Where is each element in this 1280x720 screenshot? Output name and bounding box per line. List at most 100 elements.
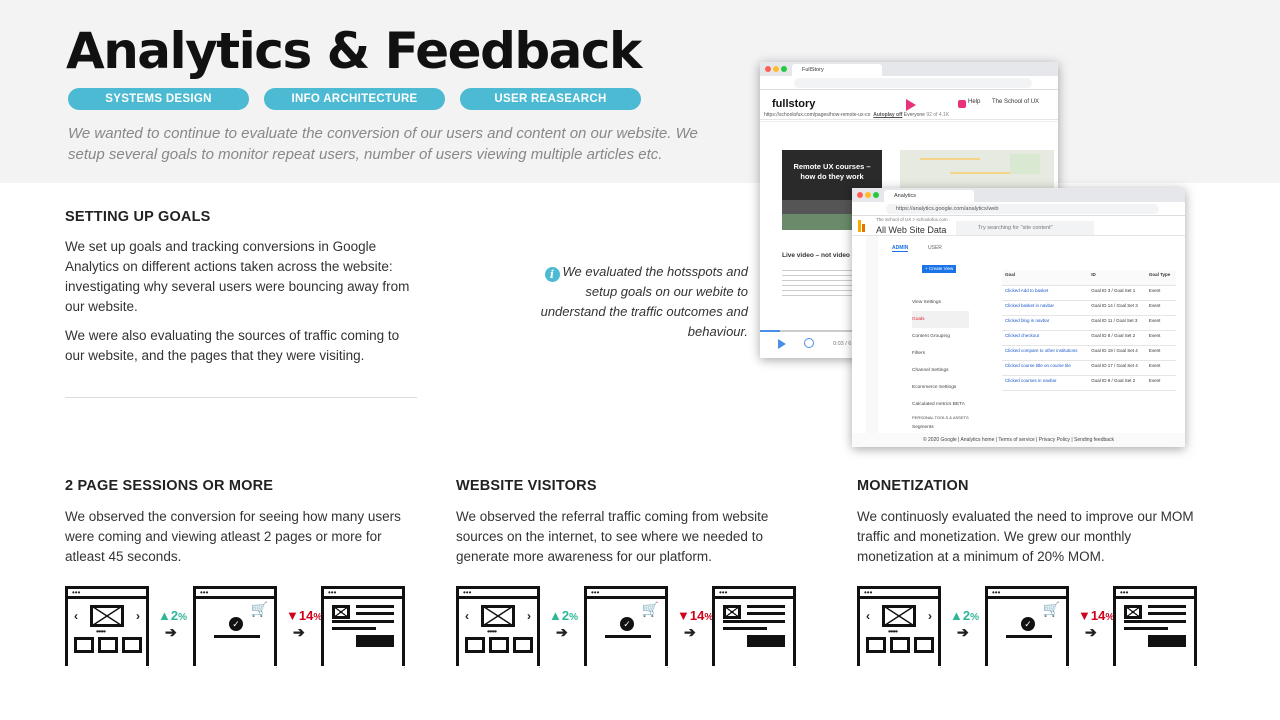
intro-text: We wanted to continue to evaluate the co… (68, 125, 698, 163)
ga-search[interactable]: Try searching for "site content" (956, 221, 1094, 235)
menu-channel-settings[interactable]: Channel Settings (912, 368, 949, 373)
decrease-unit: % (313, 612, 323, 623)
cart-icon: 🛒 (641, 601, 659, 617)
create-view-button[interactable]: + Create View (922, 265, 957, 273)
goal-name[interactable]: Clicked basket in navbar (1002, 300, 1089, 316)
menu-filters[interactable]: Filters (912, 351, 926, 356)
session-url-text: https://schoolofux.com/pages/how-remote-… (764, 112, 871, 118)
increase-stat: ▲2% (549, 608, 579, 623)
menu-ecommerce-settings[interactable]: Ecommerce Settings (912, 385, 957, 390)
section-heading-sessions: 2 PAGE SESSIONS OR MORE (65, 478, 274, 494)
goal-type: Event (1145, 375, 1176, 391)
browser-tab-analytics[interactable]: Analytics (884, 190, 974, 202)
increase-stat: ▲2% (158, 608, 188, 623)
goals-paragraph-2: We were also evaluating the sources of t… (65, 328, 400, 363)
increase-unit: % (569, 612, 579, 623)
menu-calculated-metrics[interactable]: Calculated metrics BETA (912, 402, 965, 407)
arrow-right-icon: ➔ (957, 624, 969, 640)
article-page-icon: ••• (1113, 586, 1197, 674)
decrease-unit: % (704, 612, 714, 623)
decrease-stat: ▼14% (286, 608, 323, 623)
org-name[interactable]: The School of UX (992, 99, 1040, 105)
decrease-unit: % (1105, 612, 1115, 623)
arrow-right-icon: ➔ (1085, 624, 1097, 640)
menu-segments[interactable]: Segments (912, 425, 934, 430)
play-icon[interactable] (906, 99, 916, 111)
tab-admin[interactable]: ADMIN (892, 245, 909, 252)
goal-type: Event (1145, 360, 1176, 376)
tab-user[interactable]: USER (928, 245, 942, 251)
autoplay-toggle[interactable]: Autoplay off (873, 112, 903, 118)
address-bar[interactable] (794, 78, 1032, 88)
goal-name[interactable]: Clicked Add to basket (1002, 285, 1089, 301)
menu-view-settings[interactable]: View Settings (912, 300, 941, 305)
session-count: 92 of 4.1K (926, 112, 950, 118)
session-url: https://schoolofux.com/pages/how-remote-… (760, 108, 1058, 122)
goals-heading: SETTING UP GOALS (65, 209, 211, 225)
col-goal[interactable]: Goal (1002, 270, 1089, 286)
live-video-heading: Live video – not video re (782, 252, 858, 259)
product-grid-page-icon: ••• ‹ › ••••• (456, 586, 540, 674)
tag-user-research: USER REASEARCH (460, 88, 641, 110)
tag-info-architecture: INFO ARCHITECTURE (264, 88, 445, 110)
article-page-icon: ••• (712, 586, 796, 674)
section-heading-visitors: WEBSITE VISITORS (456, 478, 597, 494)
hero-title: Remote UX courses – how do they work (793, 162, 871, 181)
decrease-stat: ▼14% (677, 608, 714, 623)
section-body-monetization: We continuosly evaluated the need to imp… (857, 509, 1194, 564)
goal-name[interactable]: Clicked compare to other institutions (1002, 345, 1089, 361)
rewind-icon[interactable] (804, 338, 814, 348)
goal-id: Goal ID 3 / Goal Set 1 (1088, 285, 1146, 301)
browser-tab[interactable]: FullStory (792, 64, 882, 76)
col-goal-type[interactable]: Goal Type (1145, 270, 1176, 286)
goal-name[interactable]: Clicked checkout (1002, 330, 1089, 346)
goal-id: Goal ID 11 / Goal Set 3 (1088, 315, 1146, 331)
decrease-stat: ▼14% (1078, 608, 1115, 623)
checkout-page-icon: ••• 🛒 ✓ (193, 586, 277, 674)
page-title: Analytics & Feedback (66, 22, 642, 80)
segment-label: Everyone (903, 112, 925, 118)
analytics-screenshot: Analytics https://analytics.google.com/a… (852, 188, 1185, 447)
goal-type: Event (1145, 300, 1176, 316)
goal-id: Goal ID 14 / Goal Set 3 (1088, 300, 1146, 316)
analytics-address-bar[interactable]: https://analytics.google.com/analytics/w… (886, 204, 1159, 214)
product-grid-page-icon: ••• ‹ › ••••• (65, 586, 149, 674)
goal-name[interactable]: Clicked blog in navbar (1002, 315, 1089, 331)
menu-content-grouping[interactable]: Content Grouping (912, 334, 950, 339)
goal-id: Goal ID 19 / Goal Set 4 (1088, 345, 1146, 361)
ga-view-selector[interactable]: All Web Site Data (876, 225, 947, 235)
goal-type: Event (1145, 315, 1176, 331)
goal-type: Event (1145, 345, 1176, 361)
decrease-value: 14 (1090, 608, 1106, 623)
section-body-sessions: We observed the conversion for seeing ho… (65, 509, 401, 564)
arrow-right-icon: ➔ (293, 624, 305, 640)
goal-type: Event (1145, 330, 1176, 346)
playback-time: 0:03 / 6 (833, 341, 852, 347)
goal-name[interactable]: Clicked course title on course tile (1002, 360, 1089, 376)
goal-id: Goal ID 17 / Goal Set 4 (1088, 360, 1146, 376)
col-id[interactable]: ID (1088, 270, 1146, 286)
ga-sidebar (866, 236, 878, 447)
goal-name[interactable]: Clicked courses in navbar (1002, 375, 1089, 391)
ga-footer: © 2020 Google | Analytics home | Terms o… (852, 433, 1185, 447)
menu-goals[interactable]: Goals (912, 311, 969, 328)
decrease-value: 14 (298, 608, 314, 623)
section-heading-monetization: MONETIZATION (857, 478, 969, 494)
ga-account: The School of UX > schoolofux.com (876, 217, 948, 222)
increase-value: 2 (170, 608, 179, 623)
playback-progress[interactable] (760, 330, 920, 332)
article-page-icon: ••• (321, 586, 405, 674)
tag-systems-design: SYSTEMS DESIGN (68, 88, 249, 110)
ga-admin-menu: View Settings Goals Content Grouping Fil… (912, 294, 969, 433)
help-link[interactable]: Help (968, 99, 981, 105)
play-button-icon[interactable] (778, 339, 786, 349)
